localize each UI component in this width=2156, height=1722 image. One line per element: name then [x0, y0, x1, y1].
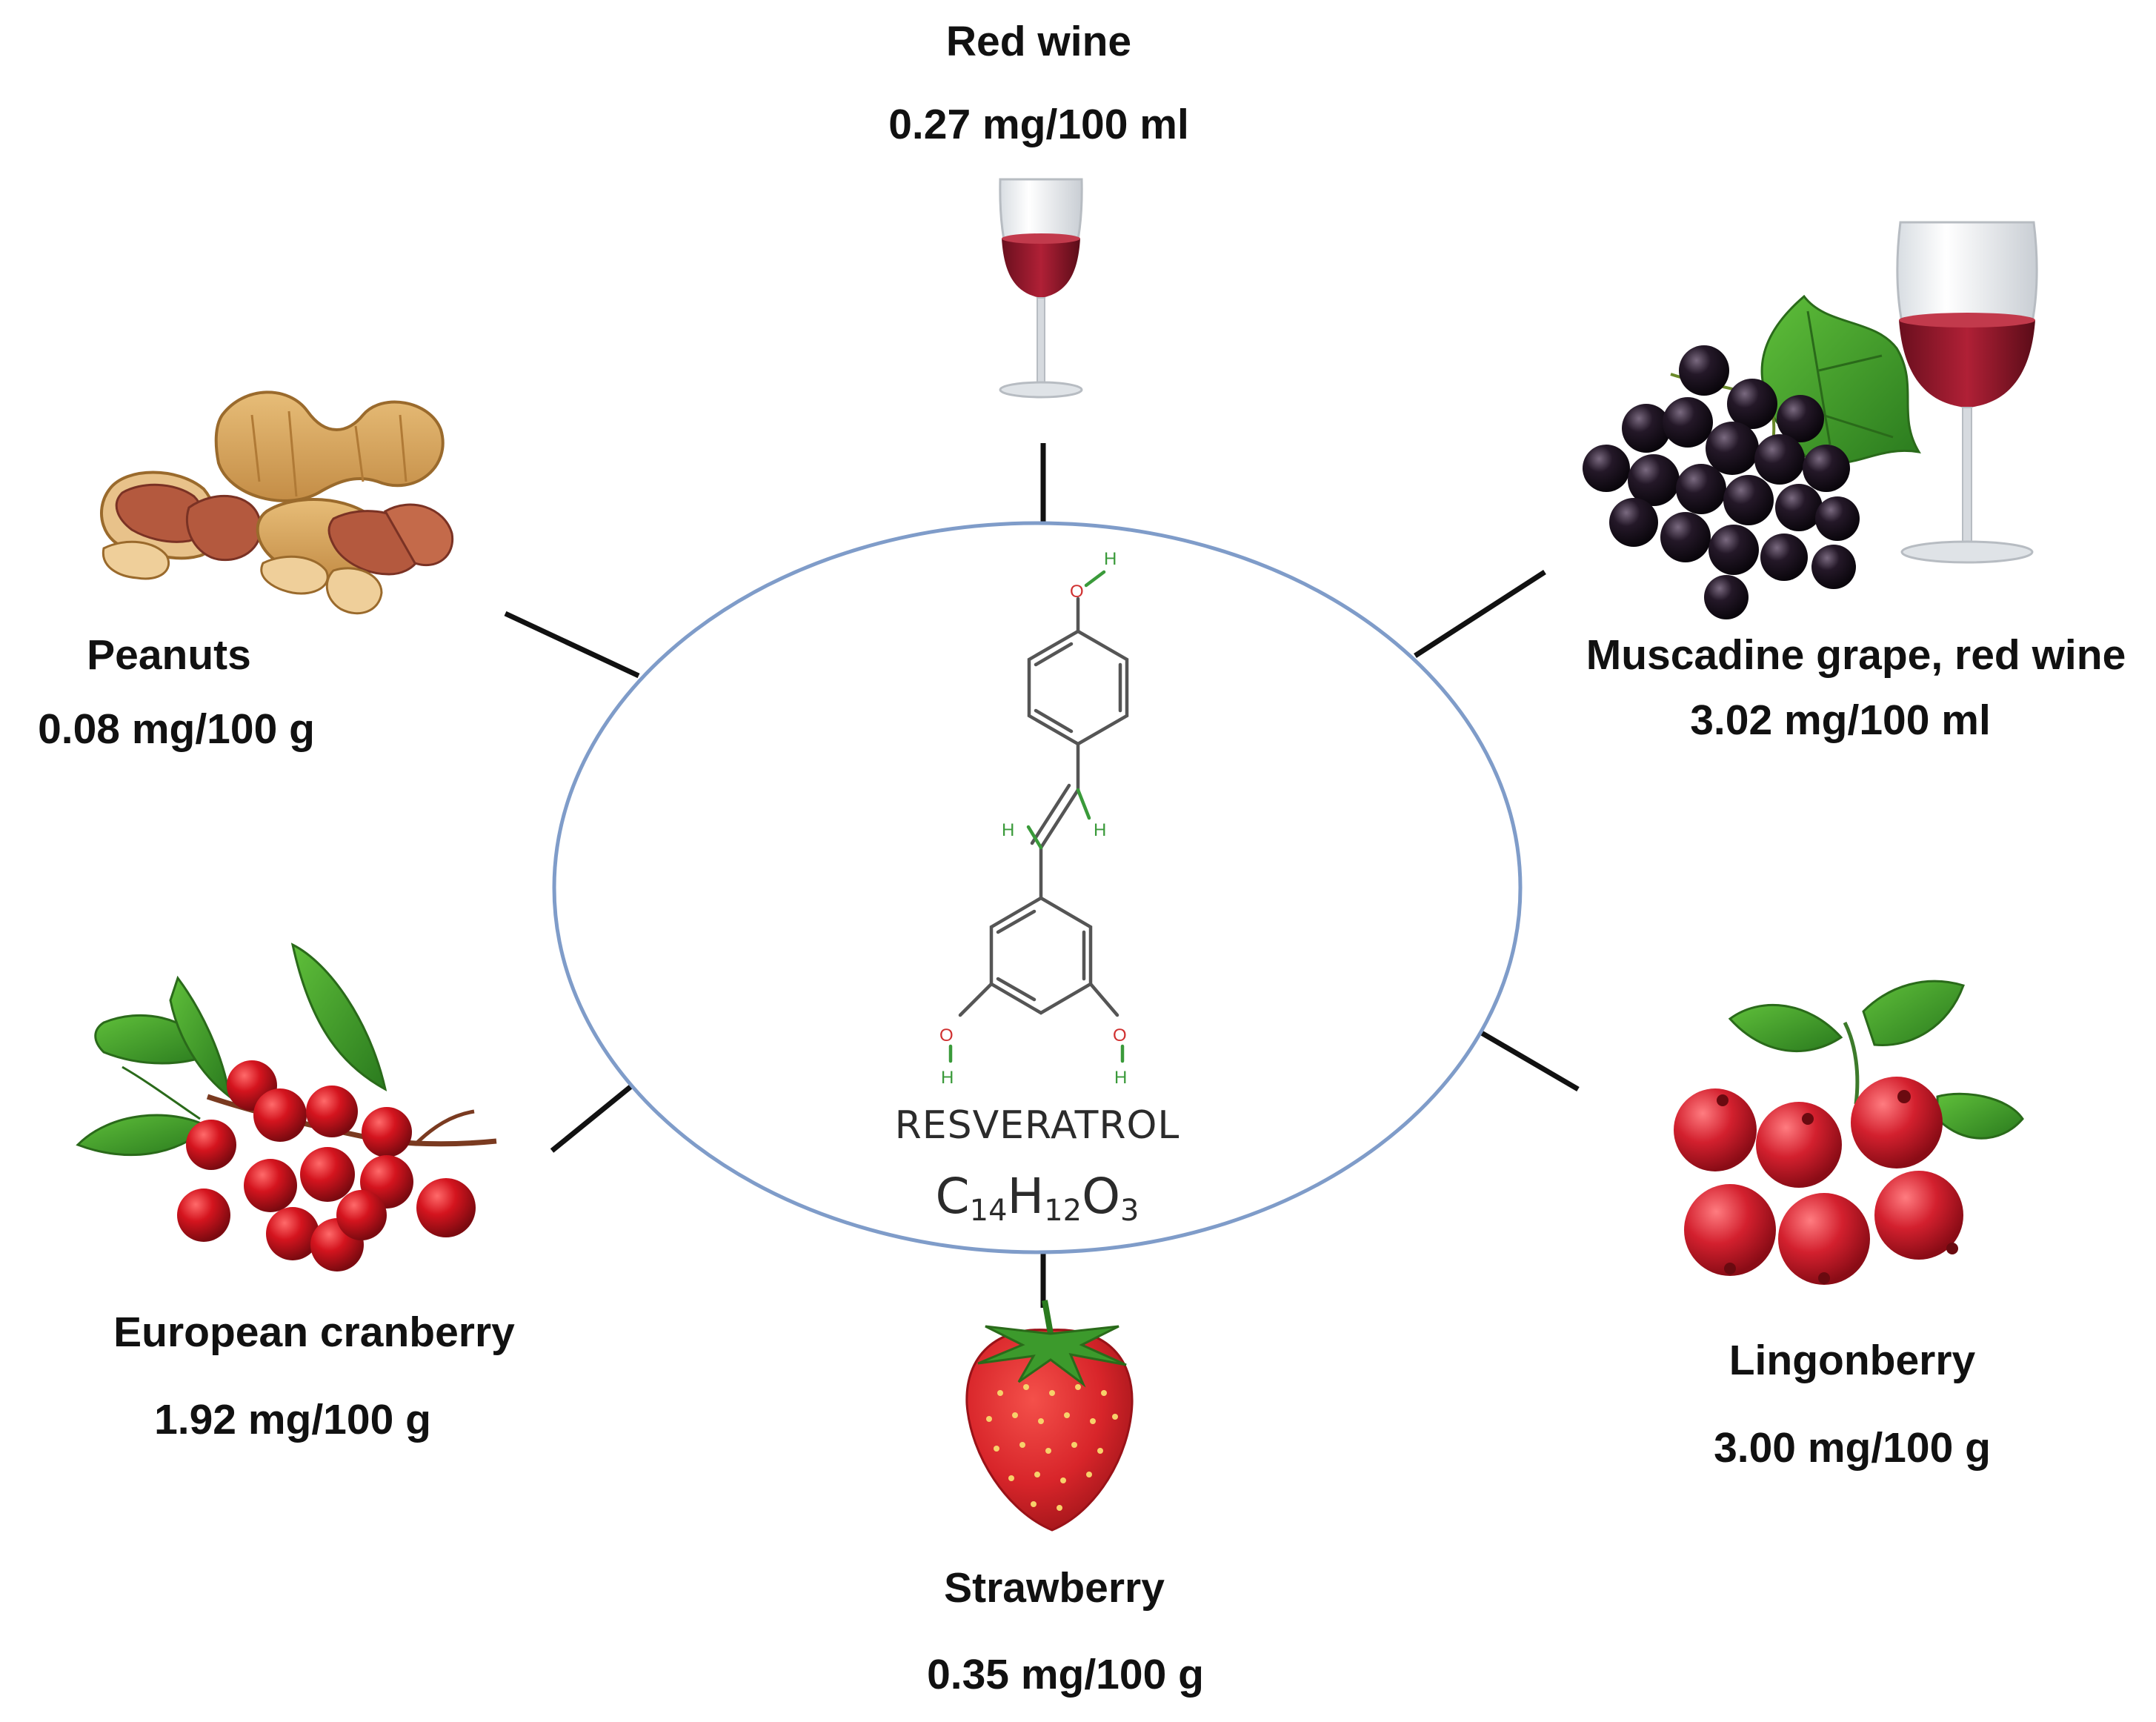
peanuts-icon — [100, 390, 454, 615]
source-name-strawberry: Strawberry — [944, 1564, 1165, 1612]
formula-c: C — [935, 1168, 970, 1225]
connector-lingonberry — [1479, 1029, 1580, 1092]
connector-lines — [504, 443, 1580, 1308]
atom-h-vinyl-right: H — [1094, 820, 1106, 840]
resveratrol-structure — [948, 570, 1129, 1063]
source-amount-lingonberry: 3.00 mg/100 g — [1714, 1424, 1991, 1472]
source-name-red-wine: Red wine — [945, 18, 1132, 65]
source-amount-european-cranberry: 1.92 mg/100 g — [154, 1396, 431, 1443]
atom-o-bottom-left: O — [939, 1025, 954, 1046]
center-ellipse — [552, 521, 1523, 1254]
formula-h-count: 12 — [1044, 1194, 1082, 1228]
atom-h-top: H — [1104, 549, 1117, 569]
source-amount-strawberry: 0.35 mg/100 g — [927, 1651, 1204, 1698]
atom-h-bottom-left: H — [941, 1068, 954, 1088]
formula-c-count: 14 — [969, 1194, 1008, 1228]
strawberry-icon — [965, 1300, 1134, 1532]
connector-muscadine — [1414, 570, 1546, 658]
atom-labels: O H H H O O H H — [939, 549, 1127, 1088]
formula-o: O — [1082, 1168, 1121, 1225]
source-amount-peanuts: 0.08 mg/100 g — [38, 705, 315, 753]
formula-o-count: 3 — [1120, 1194, 1139, 1228]
source-name-muscadine: Muscadine grape, red wine — [1586, 631, 2126, 679]
compound-formula: C14H12O3 — [936, 1172, 1139, 1226]
formula-h: H — [1007, 1168, 1045, 1225]
atom-h-vinyl-left: H — [1002, 820, 1014, 840]
source-amount-red-wine: 0.27 mg/100 ml — [888, 101, 1189, 148]
source-name-peanuts: Peanuts — [87, 631, 251, 679]
wine-glass-icon — [999, 178, 1083, 399]
grapes-and-wine-icon — [1583, 221, 2038, 619]
atom-o-top: O — [1070, 582, 1084, 602]
connector-european-cranberry — [550, 1084, 633, 1153]
compound-name: RESVERATROL — [894, 1103, 1180, 1148]
cranberry-branch-icon — [76, 943, 497, 1271]
atom-h-bottom-right: H — [1114, 1068, 1127, 1088]
source-amount-muscadine: 3.02 mg/100 ml — [1690, 697, 1991, 744]
atom-o-bottom-right: O — [1113, 1025, 1127, 1046]
source-name-lingonberry: Lingonberry — [1729, 1337, 1976, 1384]
connector-peanuts — [504, 611, 640, 679]
lingonberry-icon — [1674, 980, 2024, 1285]
source-name-european-cranberry: European cranberry — [113, 1309, 515, 1356]
